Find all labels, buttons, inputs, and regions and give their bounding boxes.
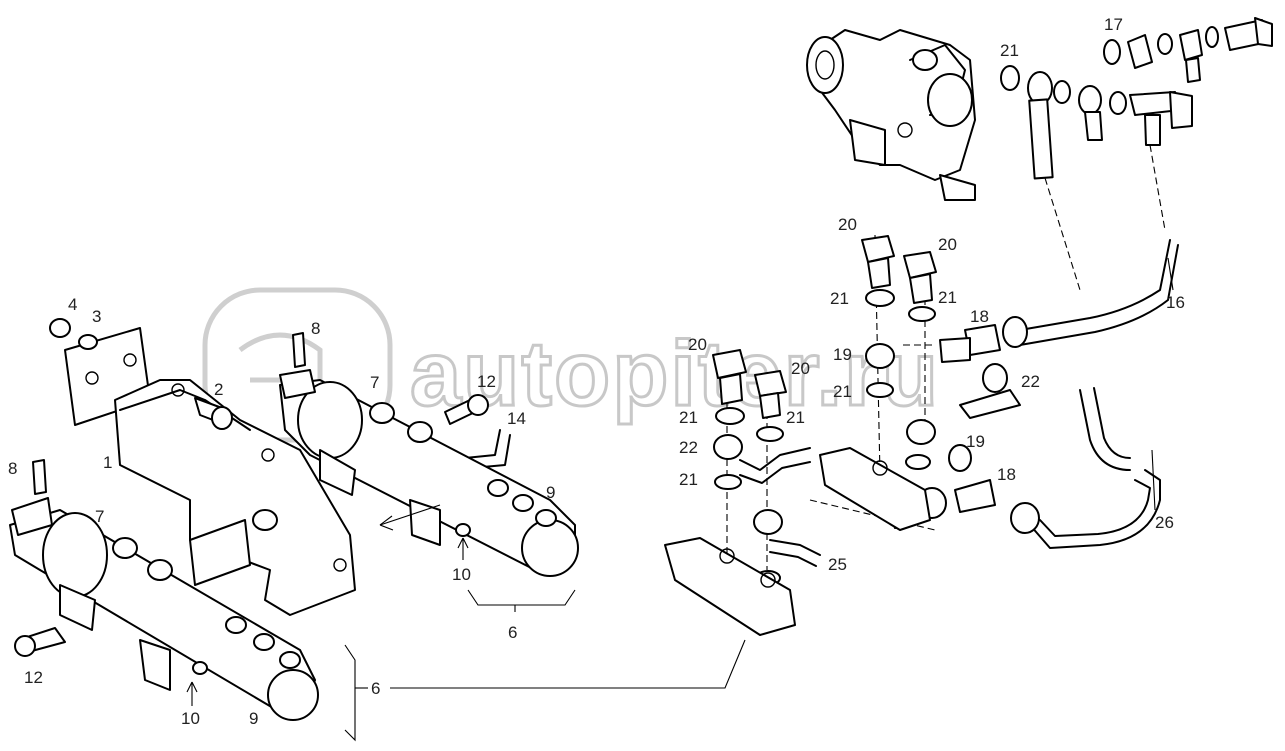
master-cylinder-upper [279,332,579,577]
watermark-text: autopiter.ru [410,323,940,425]
callout-20-a: 20 [838,215,857,234]
callout-21-c: 21 [938,288,957,307]
banjo-stack-right [861,235,937,470]
distribution-block-lower [664,537,796,636]
callout-21-d: 21 [833,382,852,401]
watermark: autopiter.ru [202,287,940,443]
callout-20-d: 20 [791,359,810,378]
callout-19-upper: 19 [833,345,852,364]
callout-25: 25 [828,555,847,574]
callout-1: 1 [103,453,112,472]
callout-20-b: 20 [938,235,957,254]
callout-21-f: 21 [786,408,805,427]
callout-17: 17 [1104,15,1123,34]
callout-2: 2 [214,380,223,399]
brake-pipes [419,239,1179,567]
callout-19-lower: 19 [966,432,985,451]
callout-16: 16 [1166,293,1185,312]
callout-12-upper: 12 [477,372,496,391]
callout-7-lower: 7 [95,507,104,526]
callout-21-e: 21 [679,408,698,427]
leader-lines [344,257,1174,742]
callout-18-upper: 18 [970,307,989,326]
callout-12-lower: 12 [24,668,43,687]
callout-21-b: 21 [830,289,849,308]
callout-20-c: 20 [688,335,707,354]
callout-9-upper: 9 [546,483,555,502]
callout-6-lower: 6 [371,679,380,698]
callout-8-lower: 8 [8,459,17,478]
tee-fittings [917,316,1040,534]
callout-3: 3 [92,307,101,326]
callout-14: 14 [507,409,526,428]
distribution-block-upper [819,447,931,531]
callout-8-upper: 8 [311,319,320,338]
callout-22-a: 22 [1021,372,1040,391]
callout-10-lower: 10 [181,709,200,728]
bolts-left [14,394,489,657]
callout-10-upper: 10 [452,565,471,584]
callout-21-g: 21 [679,470,698,489]
callout-7-upper: 7 [370,373,379,392]
callouts: 1 2 3 4 6 6 7 7 8 8 9 9 10 10 12 12 14 1… [8,15,1185,728]
washer-nut-left [49,318,98,350]
master-cylinder-lower [9,459,319,721]
callout-9-lower: 9 [249,709,258,728]
regulator-fittings [1000,17,1273,180]
callout-21-a: 21 [1000,41,1019,60]
callout-4: 4 [68,295,77,314]
mounting-bracket [64,327,356,616]
callout-26: 26 [1155,513,1174,532]
direction-arrows [186,504,469,706]
callout-22-b: 22 [679,438,698,457]
regulator-valve [806,29,976,201]
callout-18-lower: 18 [997,465,1016,484]
callout-6-upper: 6 [508,623,517,642]
banjo-stack-left [712,349,787,586]
